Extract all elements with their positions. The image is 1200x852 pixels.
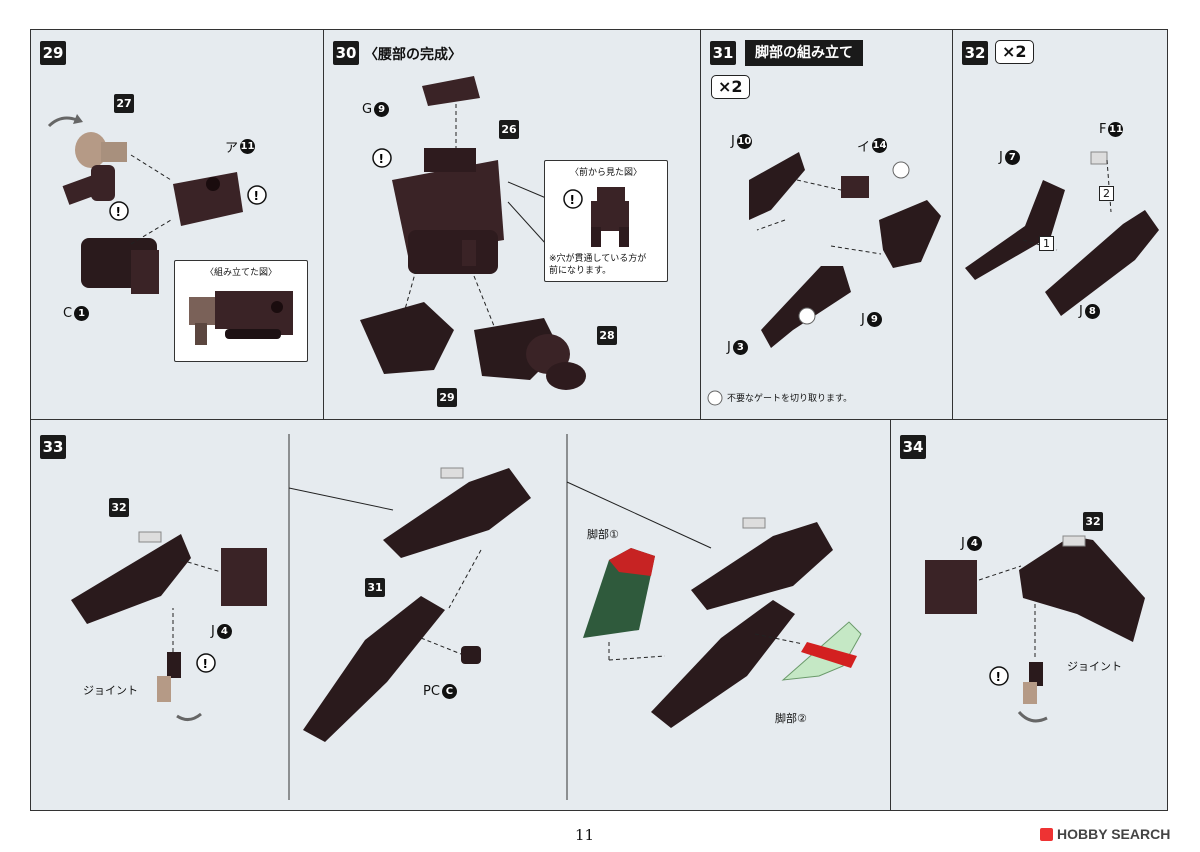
part-j8 <box>1045 210 1159 316</box>
step-number: 30 <box>333 41 359 65</box>
brand-logo-icon <box>1040 827 1053 841</box>
step-34-diagram: ! <box>925 535 1145 723</box>
step-31-diagram <box>707 152 941 406</box>
part-j9 <box>879 200 941 268</box>
step-30-diagram: ! <box>360 76 586 390</box>
joint-label: ジョイント <box>83 684 138 697</box>
part-27-tag: 27 <box>114 94 134 113</box>
sequence-2-box: 2 <box>1099 186 1114 201</box>
part-32-tag: 32 <box>1083 512 1103 531</box>
svg-text:!: ! <box>379 152 384 166</box>
inset-title: 〈組み立てた図〉 <box>204 268 277 278</box>
part-j7 <box>965 180 1065 280</box>
brand-watermark: HOBBY SEARCH <box>1040 826 1170 842</box>
inset-title: 〈前から見た図〉 <box>569 168 642 178</box>
assembled-view-inset: 〈組み立てた図〉 <box>174 260 308 362</box>
step-title: 〈腰部の完成〉 <box>364 47 462 63</box>
part-i14 <box>841 176 869 198</box>
leg-part-1-label: 脚部① <box>587 528 619 541</box>
leg-part-2-label: 脚部② <box>775 712 807 725</box>
step-32-diagram <box>965 151 1159 316</box>
svg-text:!: ! <box>203 657 208 671</box>
part-32-tag: 32 <box>109 498 129 517</box>
part-29-tag: 29 <box>437 388 457 407</box>
part-26-tag: 26 <box>499 120 519 139</box>
step-number: 29 <box>40 41 66 65</box>
step-29-diagram: ! ! <box>47 114 267 294</box>
part-j3 <box>761 266 851 348</box>
multiplier-badge: ×2 <box>995 40 1034 64</box>
step-number: 33 <box>40 435 66 459</box>
part-27-tan <box>75 132 107 168</box>
front-note-line-2: 前になります。 <box>549 266 612 276</box>
step-title: 脚部の組み立て <box>745 40 863 66</box>
step-number: 34 <box>900 435 926 459</box>
rotate-arrow-icon <box>47 116 78 128</box>
front-view-inset: 〈前から見た図〉 ! ※穴が貫通している方が 前になります。 <box>544 160 668 282</box>
step-33-diagram: ! <box>71 434 862 800</box>
part-29 <box>360 302 454 374</box>
part-28-tag: 28 <box>597 326 617 345</box>
joint-label: ジョイント <box>1067 660 1122 673</box>
part-a11 <box>173 172 243 226</box>
step-number: 32 <box>962 41 988 65</box>
front-note-line-1: ※穴が貫通している方が <box>549 254 647 264</box>
brand-text: HOBBY SEARCH <box>1057 826 1171 842</box>
gate-cut-note: 不要なゲートを切り取ります。 <box>727 394 853 404</box>
part-j10 <box>749 152 805 220</box>
part-31-tag: 31 <box>365 578 385 597</box>
svg-text:!: ! <box>254 189 259 203</box>
svg-text:!: ! <box>116 205 121 219</box>
page-number: 11 <box>575 826 595 844</box>
step-number: 31 <box>710 41 736 65</box>
svg-text:!: ! <box>996 670 1001 684</box>
sequence-1-box: 1 <box>1039 236 1054 251</box>
svg-text:!: ! <box>570 193 575 207</box>
multiplier-badge: ×2 <box>711 75 750 99</box>
